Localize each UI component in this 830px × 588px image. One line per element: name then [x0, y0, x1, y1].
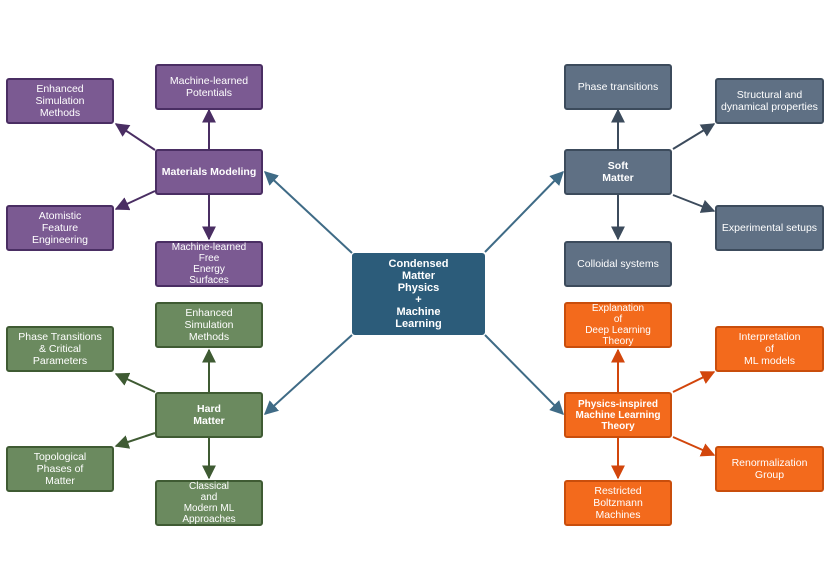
arrow-center-to-hard [263, 334, 353, 415]
explanation-deep-learning-node: Explanation of Deep Learning Theory [564, 302, 672, 348]
arrow-physml-to-interpretation [672, 371, 716, 393]
machine-learned-potentials-node: Machine-learned Potentials [155, 64, 263, 110]
physics-inspired-ml-theory-hub: Physics-inspired Machine Learning Theory [564, 392, 672, 438]
interpretation-ml-models-node: Interpretation of ML models [715, 326, 824, 372]
arrow-soft-to-structural [672, 123, 716, 150]
restricted-boltzmann-machines-node: Restricted Boltzmann Machines [564, 480, 672, 526]
hard-matter-hub: Hard Matter [155, 392, 263, 438]
structural-dynamical-properties-node: Structural and dynamical properties [715, 78, 824, 124]
arrow-materials-to-atomistic [114, 190, 156, 211]
materials-modeling-hub: Materials Modeling [155, 149, 263, 195]
arrow-materials-to-enhanced [114, 123, 156, 151]
center-node: Condensed Matter Physics + Machine Learn… [352, 253, 485, 335]
classical-modern-ml-node: Classical and Modern ML Approaches [155, 480, 263, 526]
phase-transitions-critical-node: Phase Transitions & Critical Parameters [6, 326, 114, 372]
arrow-physml-to-renormalization [672, 436, 716, 457]
ml-free-energy-surfaces-node: Machine-learned Free Energy Surfaces [155, 241, 263, 287]
enhanced-simulation-methods-hard-node: Enhanced Simulation Methods [155, 302, 263, 348]
phase-transitions-node: Phase transitions [564, 64, 672, 110]
arrow-hard-to-topological [114, 432, 156, 449]
enhanced-simulation-methods-node: Enhanced Simulation Methods [6, 78, 114, 124]
soft-matter-hub: Soft Matter [564, 149, 672, 195]
arrow-soft-to-experimental [672, 194, 716, 213]
arrow-center-to-materials [263, 171, 353, 254]
colloidal-systems-node: Colloidal systems [564, 241, 672, 287]
atomistic-feature-engineering-node: Atomistic Feature Engineering [6, 205, 114, 251]
arrow-hard-to-phase [114, 372, 156, 393]
arrow-center-to-physml [484, 334, 564, 415]
experimental-setups-node: Experimental setups [715, 205, 824, 251]
arrow-center-to-soft [484, 170, 564, 253]
topological-phases-node: Topological Phases of Matter [6, 446, 114, 492]
renormalization-group-node: Renormalization Group [715, 446, 824, 492]
